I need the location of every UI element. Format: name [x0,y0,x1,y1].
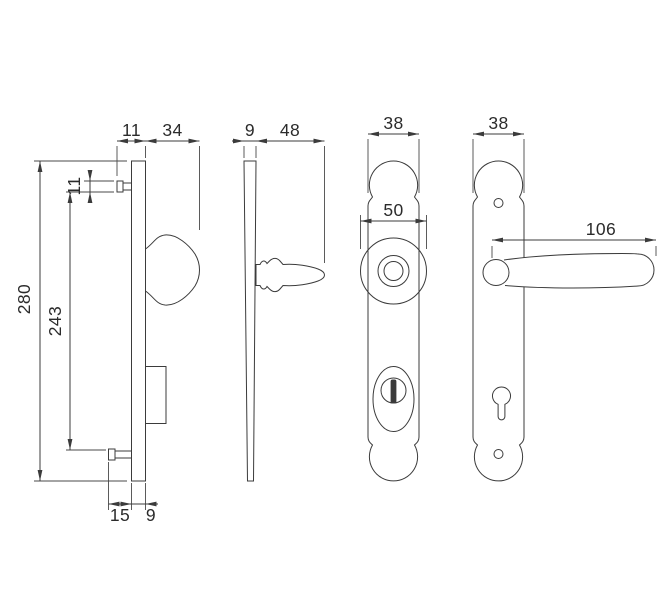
lever-profile [255,257,326,293]
dim-label-48: 48 [280,120,300,140]
rosette-circle [360,237,427,305]
dimension-lines [37,131,656,507]
keyway-slot [390,379,397,404]
fixing-pin-bottom-shaft [114,450,132,459]
backplate-side-outline-2 [243,160,257,482]
view-knob-side [108,160,201,482]
view-lever-front [472,160,655,482]
dim-label-9-side: 9 [245,120,255,140]
dim-label-38-lever-plate: 38 [488,113,508,133]
dim-label-34: 34 [162,120,182,140]
dim-label-106-lever: 106 [586,219,616,239]
fixing-pin-top-head [116,180,124,193]
lever-handle [503,252,655,289]
dim-label-280: 280 [14,284,34,314]
screw-hole-bottom [493,449,504,459]
fixing-pin-bottom-head [108,448,116,461]
security-escutcheon-oval [372,366,415,432]
dim-label-9-bottom: 9 [146,505,156,525]
fixing-pin-top-shaft [122,182,132,191]
screw-hole-top [493,198,504,208]
dimension-labels: 11 34 9 48 38 38 50 106 280 243 11 15 9 [14,113,616,525]
view-lever-side [243,160,326,482]
extension-lines [34,139,657,510]
dim-label-15: 15 [110,505,130,525]
dim-label-11-vertical: 11 [64,177,84,196]
knob-profile [145,234,201,306]
dim-label-50-rosette: 50 [383,200,403,220]
backplate-front-outline [367,160,420,482]
cylinder-guard-profile [145,366,167,424]
euro-cylinder-hole [492,386,511,421]
dim-label-38-knob-plate: 38 [383,113,403,133]
knob-neck-outer-circle [377,255,410,287]
dim-label-11-top: 11 [122,120,141,140]
backplate-front-outline-2 [472,160,525,482]
backplate-side-outline [131,160,146,482]
handle-boss-circle [482,259,510,286]
dim-label-243: 243 [45,306,65,336]
view-knob-front [360,160,427,482]
knob-neck-inner-circle [383,261,404,281]
